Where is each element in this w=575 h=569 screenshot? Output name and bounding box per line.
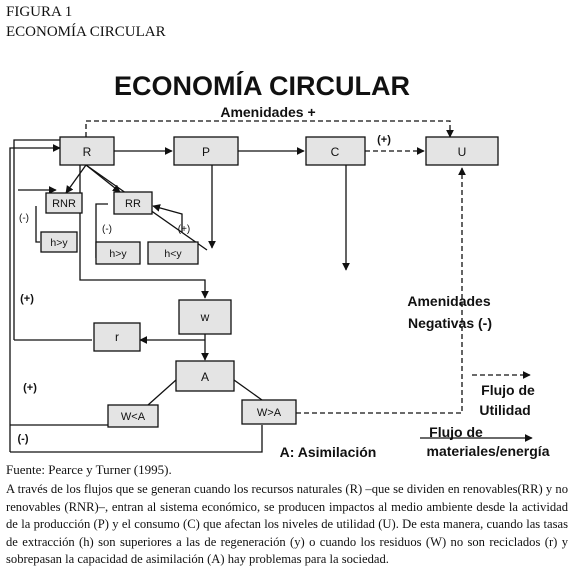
flow-to-waste — [79, 165, 209, 299]
node-w-lt-a — [107, 404, 159, 428]
legend-utility-label-2: Utilidad — [479, 402, 530, 418]
plus-left-1-label: (+) — [20, 293, 34, 305]
feedback-bottom-loop — [10, 425, 263, 453]
node-u — [425, 136, 499, 166]
diagram-title: ECONOMÍA CIRCULAR — [114, 70, 410, 101]
negative-amenities-flow — [296, 167, 466, 414]
node-a — [175, 360, 235, 392]
plus-c-u-label: (+) — [377, 134, 391, 146]
node-h-lt-y-label: h<y — [164, 248, 182, 260]
flow-a-to-w-gt-a — [233, 379, 263, 401]
legend-material-label-1: Flujo de — [429, 424, 483, 440]
node-rnr — [45, 192, 83, 214]
node-p-label: P — [202, 145, 210, 159]
circular-economy-diagram: ECONOMÍA CIRCULAR Amenidades + R P C U R… — [9, 70, 550, 460]
loop-rr-out — [95, 203, 108, 258]
feedback-outer-loop — [13, 139, 60, 340]
node-h-gt-y-2 — [95, 241, 141, 265]
node-h-gt-y-1-label: h>y — [50, 237, 68, 249]
node-rr-label: RR — [125, 198, 141, 210]
figure-source: Fuente: Pearce y Turner (1995). — [6, 462, 172, 477]
plus-left-2-label: (+) — [23, 382, 37, 394]
feedback-outer-loop-2 — [9, 144, 61, 452]
node-rnr-label: RNR — [52, 198, 76, 210]
node-a-label: A — [201, 370, 209, 384]
node-w — [178, 299, 232, 335]
node-h-gt-y-2-label: h>y — [109, 248, 127, 260]
loop-rr-in — [152, 204, 183, 232]
amenities-negative-label-1: Amenidades — [407, 293, 490, 309]
node-w-gt-a-label: W>A — [257, 407, 282, 419]
node-w-label: w — [200, 310, 210, 324]
legend-material-label-2: materiales/energía — [427, 443, 550, 459]
assimilation-label: A: Asimilación — [280, 444, 377, 460]
node-p — [173, 136, 239, 166]
node-w-gt-a — [241, 399, 297, 425]
node-h-lt-y — [147, 241, 199, 265]
flow-a-to-w-lt-a — [147, 379, 177, 406]
figure-subtitle: ECONOMÍA CIRCULAR — [6, 24, 166, 40]
amenities-positive-flow — [85, 120, 454, 138]
minus-rr-label: (-) — [102, 224, 112, 235]
node-h-gt-y-1 — [40, 231, 78, 253]
plus-rr-label: (+) — [178, 224, 191, 235]
amenities-negative-label-2: Negativas (-) — [408, 315, 492, 331]
legend-utility-label-1: Flujo de — [481, 382, 535, 398]
node-rr — [113, 191, 153, 215]
figure-label: FIGURA 1 — [6, 4, 73, 20]
flow-r-to-rnr — [65, 164, 87, 194]
node-c — [305, 136, 366, 166]
node-w-lt-a-label: W<A — [121, 411, 146, 423]
amenities-positive-label: Amenidades + — [220, 104, 315, 120]
figure-description: A través de los flujos que se generan cu… — [6, 482, 568, 567]
node-r-label: R — [83, 145, 92, 159]
node-c-label: C — [331, 145, 340, 159]
node-recycle-label: r — [115, 330, 119, 344]
loop-rnr-out — [35, 206, 40, 243]
node-u-label: U — [458, 145, 467, 159]
node-r — [59, 136, 115, 166]
minus-rnr-label: (-) — [19, 213, 29, 224]
node-recycle — [93, 322, 141, 352]
minus-left-label: (-) — [18, 433, 29, 445]
